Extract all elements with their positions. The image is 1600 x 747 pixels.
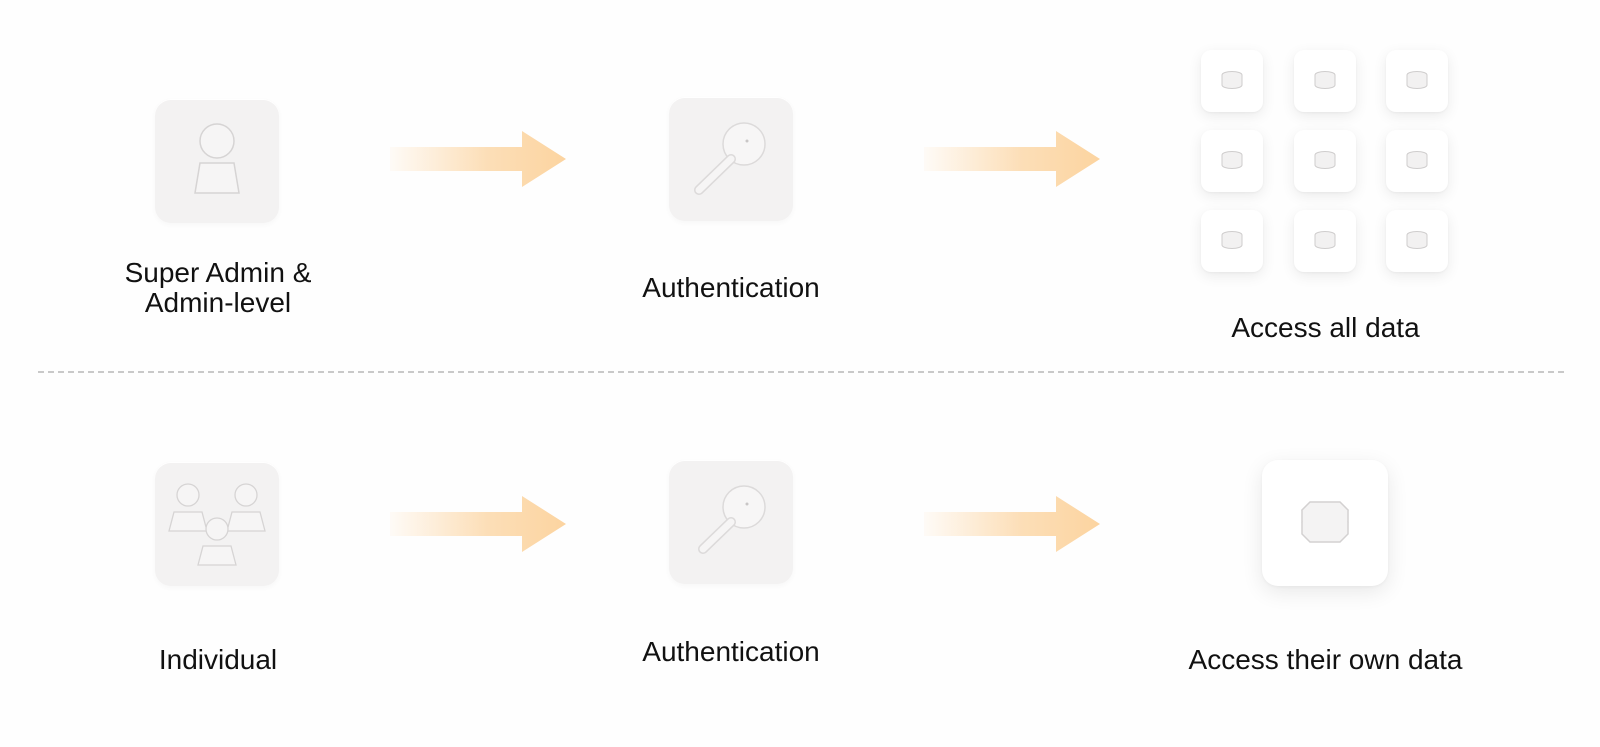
- section-divider: [38, 371, 1564, 373]
- own-data-tile: [1262, 460, 1388, 586]
- access-all-label: Access all data: [1231, 312, 1420, 343]
- access-own-label: Access their own data: [1188, 644, 1463, 675]
- database-icon: [1386, 50, 1448, 112]
- flow-arrow: [924, 496, 1100, 552]
- flow-arrow: [924, 131, 1100, 187]
- database-icon: [1386, 210, 1448, 272]
- key-icon: [698, 485, 766, 554]
- database-icon: [1201, 50, 1263, 112]
- auth-tile: [669, 97, 793, 221]
- database-icon: [1201, 210, 1263, 272]
- flow-arrow: [390, 131, 566, 187]
- individual-users-tile: [155, 462, 279, 586]
- database-icon: [1201, 130, 1263, 192]
- individual-label: Individual: [158, 644, 278, 675]
- admin-label-line2: Admin-level: [144, 287, 292, 318]
- admin-label: Super Admin & Admin-level: [88, 258, 348, 318]
- database-icon: [1300, 501, 1350, 543]
- database-icon: [1294, 50, 1356, 112]
- auth-label: Authentication: [642, 636, 820, 667]
- database-icon: [1294, 210, 1356, 272]
- admin-user-tile: [155, 99, 279, 223]
- auth-label: Authentication: [642, 272, 820, 303]
- key-icon: [694, 122, 766, 195]
- admin-user-icon: [194, 123, 240, 194]
- flow-arrow: [390, 496, 566, 552]
- auth-tile: [669, 460, 793, 584]
- database-icon: [1386, 130, 1448, 192]
- database-icon: [1294, 130, 1356, 192]
- group-users-icon: [168, 483, 266, 566]
- admin-label-line1: Super Admin &: [124, 257, 312, 288]
